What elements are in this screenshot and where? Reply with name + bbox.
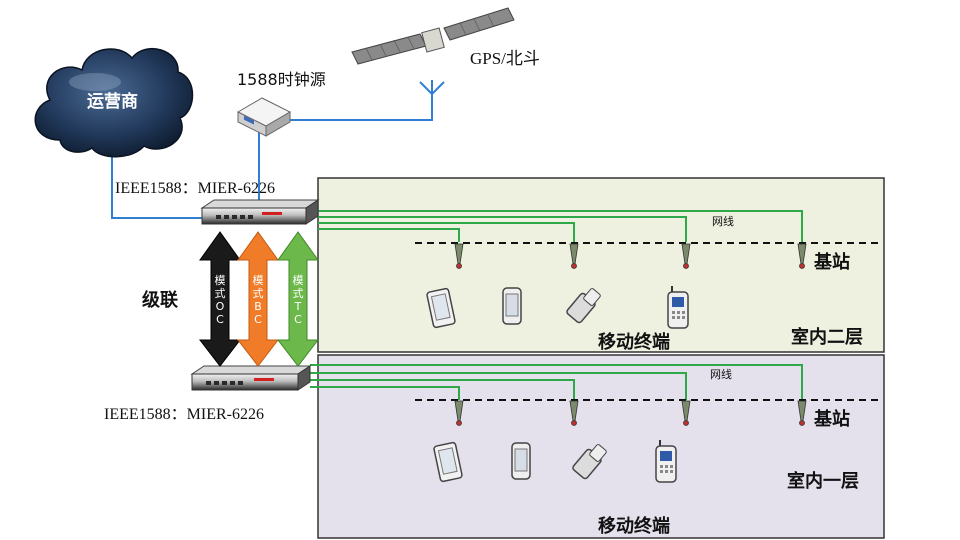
floor-1-terminals-label: 移动终端	[598, 516, 670, 537]
base-station-icon	[454, 243, 807, 269]
switch-bottom-label: IEEE1588：MIER-6226	[104, 406, 264, 423]
cable-lines-floor-2	[318, 210, 803, 242]
switch-icon	[190, 365, 312, 391]
clock-source-label: 1588时钟源	[237, 70, 326, 89]
satellite-icon	[351, 7, 515, 65]
network-links	[111, 92, 433, 219]
floor-2-cable-label: 网线	[712, 215, 734, 228]
operator-cloud-label: 运营商	[87, 92, 138, 112]
tablet-icon	[426, 287, 456, 329]
tablet-icon	[433, 441, 463, 483]
flip-phone-icon	[566, 288, 601, 324]
smartphone-icon	[502, 287, 522, 325]
feature-phone-icon	[667, 286, 689, 329]
clock-source-icon	[236, 97, 292, 137]
floor-1-cable-label: 网线	[710, 368, 732, 381]
cloud-icon	[34, 47, 194, 158]
gps-beidou-label: GPS/北斗	[470, 49, 540, 68]
switch-top-label: IEEE1588：MIER-6226	[115, 180, 275, 197]
floor-2-panel	[317, 177, 885, 353]
floor-2-station-label: 基站	[814, 252, 850, 273]
switch-icon	[200, 199, 320, 225]
feature-phone-icon	[655, 440, 677, 483]
cascade-label: 级联	[142, 290, 178, 311]
floor-2-terminals-label: 移动终端	[598, 332, 670, 353]
base-station-icon	[454, 400, 807, 426]
flip-phone-icon	[572, 444, 607, 480]
mode-bc-arrow	[236, 231, 280, 367]
floor-2-name: 室内二层	[791, 327, 863, 348]
cable-lines-floor-1	[310, 364, 803, 400]
floor-1-station-label: 基站	[814, 409, 850, 430]
smartphone-icon	[511, 442, 531, 480]
antenna-icon	[419, 80, 445, 96]
mode-oc-arrow	[198, 231, 242, 367]
mode-tc-arrow	[276, 231, 320, 367]
floor-1-name: 室内一层	[787, 471, 859, 492]
